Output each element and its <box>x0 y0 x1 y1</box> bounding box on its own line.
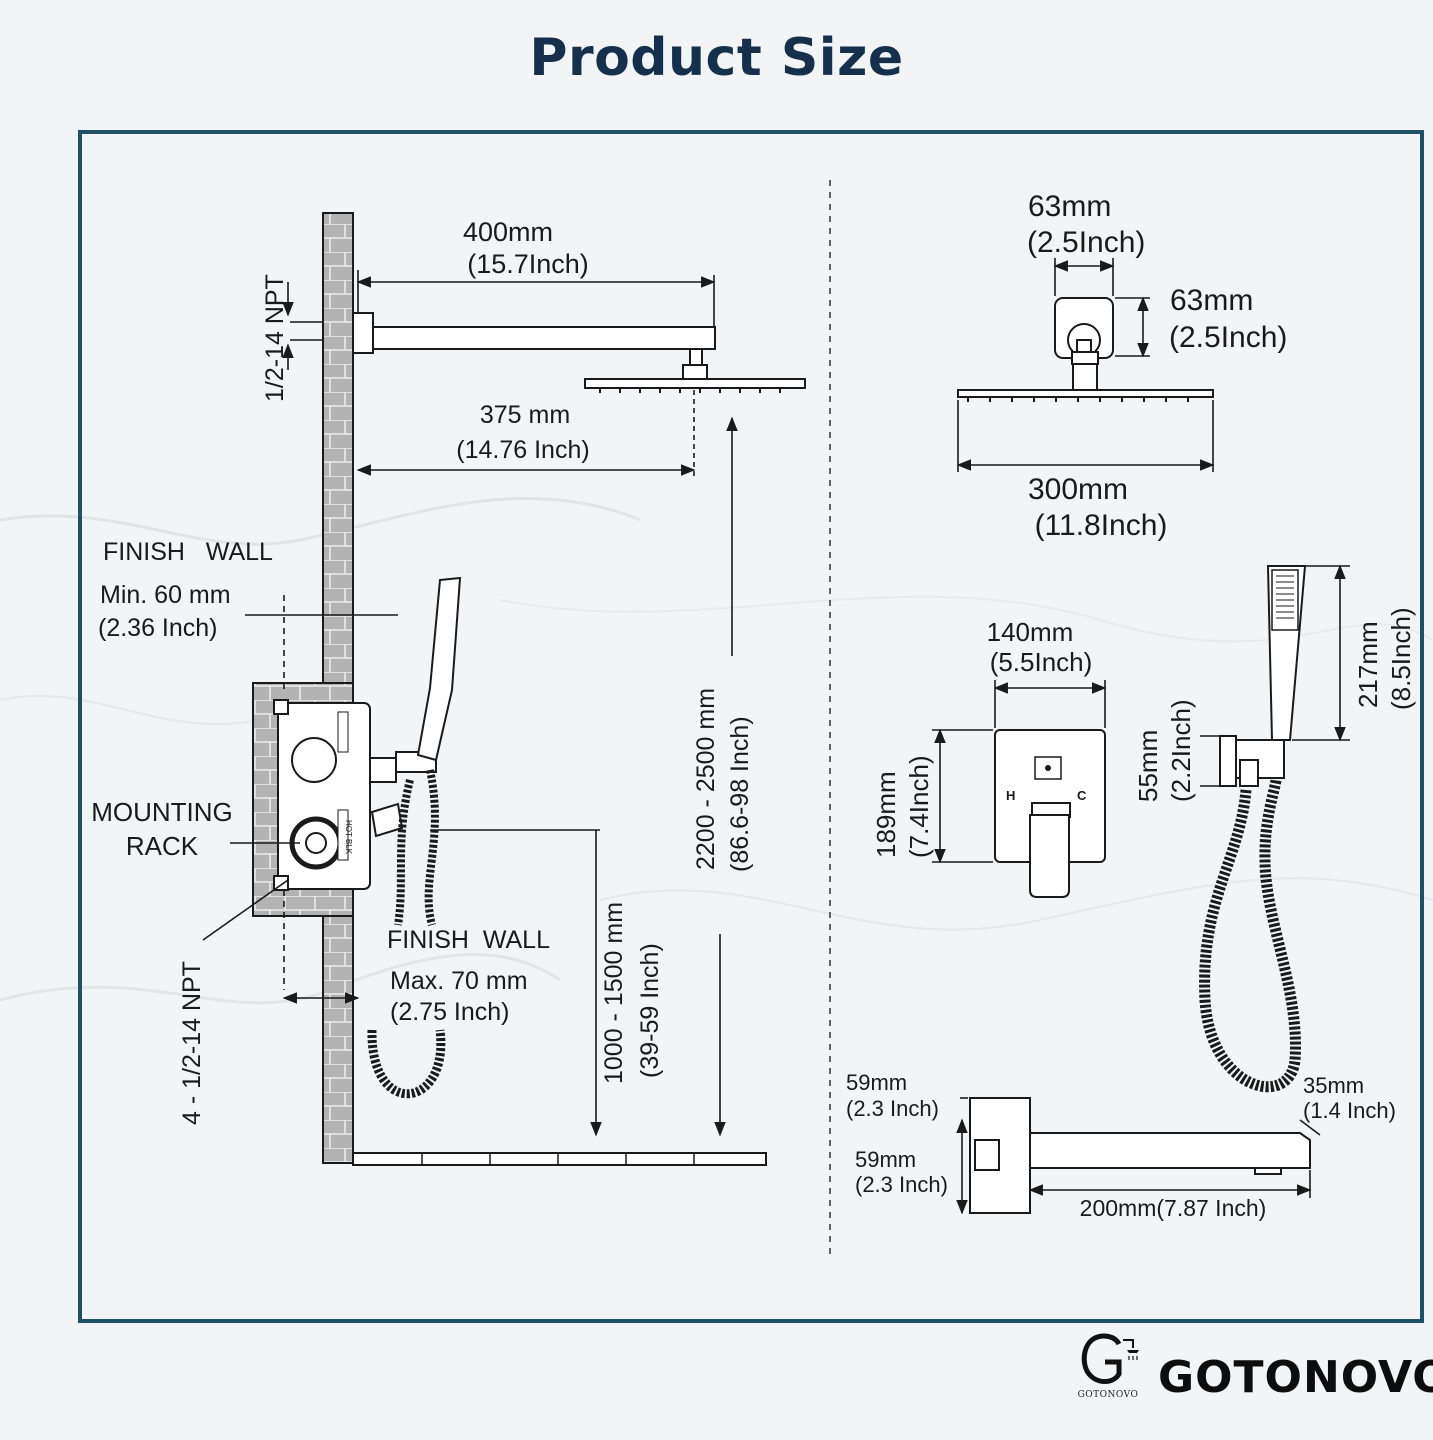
holder-height-inch: (2.2Inch) <box>1166 699 1196 802</box>
hand-shower-side-graphic <box>1199 565 1307 1093</box>
plate-width-inch: (5.5Inch) <box>990 647 1093 677</box>
tub-spout-graphic <box>969 1097 1311 1214</box>
valve-trim-plate-graphic: H C <box>994 729 1106 898</box>
plate-height-mm: 189mm <box>871 771 901 858</box>
diagram-frame <box>78 130 1424 1323</box>
head-height-inch: (86.6-98 Inch) <box>726 716 754 872</box>
min-depth-inch: (2.36 Inch) <box>98 614 218 642</box>
arm-base-height-inch: (2.5Inch) <box>1169 321 1287 354</box>
valve-height-inch: (39-59 Inch) <box>636 943 664 1078</box>
arm-base-width-inch: (2.5Inch) <box>1027 226 1145 259</box>
finish-wall-top-label: FINISH WALL <box>103 538 273 566</box>
holder-height-mm: 55mm <box>1133 730 1163 802</box>
plate-cold-label: C <box>1077 788 1087 803</box>
max-depth-mm: Max. 70 mm <box>390 967 528 995</box>
arm-base-height-mm: 63mm <box>1170 284 1253 317</box>
valve-label: HOT BLK <box>344 820 353 855</box>
mounting-rack-line1: MOUNTING <box>91 797 233 827</box>
spout-base-mm: 59mm <box>855 1147 916 1172</box>
finish-wall-bottom-label: FINISH WALL <box>387 926 550 954</box>
spout-base-inch: (2.3 Inch) <box>855 1172 948 1197</box>
min-depth-mm: Min. 60 mm <box>100 581 231 609</box>
g-shower-monogram-icon <box>1081 1333 1139 1384</box>
brand-name: GOTONOVO <box>1158 1352 1433 1403</box>
arm-length-mm: 400mm <box>463 217 553 247</box>
dimension-lines-right <box>932 258 1350 1215</box>
shower-arm-graphic <box>352 312 716 380</box>
mounting-rack-line2: RACK <box>126 831 199 861</box>
page-title: Product Size <box>529 28 904 88</box>
dimension-lines-left <box>202 270 738 1137</box>
inlet-thread-label: 1/2-14 NPT <box>261 274 289 402</box>
valve-height-mm: 1000 - 1500 mm <box>600 902 628 1084</box>
rain-shower-head-graphic <box>584 378 806 393</box>
rack-thread-label: 4 - 1/2-14 NPT <box>178 961 206 1125</box>
max-depth-inch: (2.75 Inch) <box>390 998 510 1026</box>
plate-width-mm: 140mm <box>987 617 1074 647</box>
logo-caption: GOTONOVO <box>1077 1390 1139 1400</box>
head-width-mm: 300mm <box>1028 473 1128 506</box>
head-height-mm: 2200 - 2500 mm <box>692 688 720 870</box>
handheld-length-inch: (8.5Inch) <box>1386 607 1416 710</box>
spout-top-mm: 59mm <box>846 1070 907 1095</box>
arm-length-inch: (15.7Inch) <box>467 249 589 279</box>
spout-length-label: 200mm(7.87 Inch) <box>1080 1195 1267 1221</box>
shower-head-front-graphic <box>957 297 1214 402</box>
spout-top-inch: (2.3 Inch) <box>846 1096 939 1121</box>
head-offset-inch: (14.76 Inch) <box>456 436 589 464</box>
head-offset-mm: 375 mm <box>480 401 570 429</box>
arm-base-width-mm: 63mm <box>1028 190 1111 223</box>
plate-hot-label: H <box>1006 788 1015 803</box>
spout-tip-mm: 35mm <box>1303 1073 1364 1098</box>
valve-body-graphic: HOT BLK <box>273 699 437 891</box>
spout-tip-inch: (1.4 Inch) <box>1303 1098 1396 1123</box>
handheld-length-mm: 217mm <box>1353 621 1383 708</box>
plate-height-inch: (7.4Inch) <box>904 755 934 858</box>
head-width-inch: (11.8Inch) <box>1035 509 1168 542</box>
hand-shower-graphic <box>367 576 462 1099</box>
brand-logo: GOTONOVO GOTONOVO <box>1073 1330 1433 1440</box>
